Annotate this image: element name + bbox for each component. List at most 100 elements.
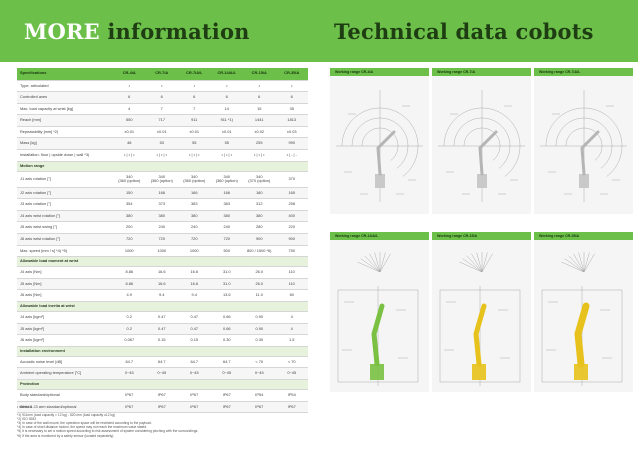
cell-value: 800 / 1500 *6) bbox=[243, 245, 276, 258]
robot-base bbox=[579, 174, 589, 188]
panel-title: Working range CR-35iA bbox=[534, 232, 633, 240]
working-range-panel: Working range CR-7iA/L bbox=[534, 68, 633, 214]
cell-value: IP67 bbox=[275, 401, 308, 414]
robot-base bbox=[477, 174, 487, 188]
footnotes: • standard *1) 911mm (load capacity > 12… bbox=[17, 405, 317, 438]
row-label: J4 axis [kgm²] bbox=[17, 311, 113, 324]
cell-value: 550 bbox=[113, 114, 146, 127]
cell-value: 911 bbox=[178, 114, 211, 127]
cell-value: 750 bbox=[275, 245, 308, 258]
cell-value: IP67 bbox=[145, 389, 178, 402]
cell-value: 9.4 bbox=[178, 289, 211, 302]
cell-value: 1000 bbox=[145, 245, 178, 258]
cell-value: 16.6 bbox=[178, 278, 211, 291]
footnote: *5) It is necessary to set a motion spee… bbox=[17, 429, 199, 434]
footnote: *1) 911mm (load capacity > 12 kg) - 820 … bbox=[17, 413, 116, 418]
fan-line bbox=[578, 252, 585, 273]
row-label: J4 axis wrist rotation [°] bbox=[17, 210, 113, 223]
working-range-drawing bbox=[541, 252, 623, 386]
column-header-model: CR-14iA/L bbox=[210, 68, 243, 81]
cell-value: IP67 bbox=[145, 401, 178, 414]
row-label: J6 axis [kgm²] bbox=[17, 334, 113, 347]
cell-value: 0~45 bbox=[275, 367, 308, 380]
row-label: Ambient operating temperature [°C] bbox=[17, 367, 113, 380]
robot-arm bbox=[574, 302, 590, 368]
cell-value: • bbox=[113, 80, 146, 93]
table-section-row: Allowable load inertia at wrist bbox=[17, 301, 308, 312]
cell-value: • bbox=[178, 80, 211, 93]
cell-value: 31.0 bbox=[210, 278, 243, 291]
fan-line bbox=[369, 253, 381, 273]
cell-value: • bbox=[145, 80, 178, 93]
row-label: Controlled axes bbox=[17, 91, 113, 104]
cell-value: 380 bbox=[210, 210, 243, 223]
cell-value: 26.0 bbox=[243, 278, 276, 291]
cell-value: 380 bbox=[178, 210, 211, 223]
cell-value: 354 bbox=[113, 198, 146, 211]
cell-value: 990 bbox=[275, 137, 308, 151]
cell-value: IP67 bbox=[113, 401, 146, 414]
cell-value: 0.30 bbox=[210, 334, 243, 347]
cell-value: 0.15 bbox=[178, 334, 211, 347]
cell-value: 6 bbox=[275, 91, 308, 104]
cell-value: 0.47 bbox=[145, 323, 178, 336]
cell-value: ±0.02 bbox=[243, 126, 276, 139]
footnote: *6) If the area is monitored by a safety… bbox=[17, 433, 115, 438]
cell-value: 0~45 bbox=[113, 367, 146, 380]
cell-value: 53 bbox=[145, 137, 178, 151]
robot-arm bbox=[473, 303, 487, 367]
cell-value: 0~45 bbox=[178, 367, 211, 380]
fan-line bbox=[564, 258, 585, 273]
fan-line bbox=[459, 261, 483, 273]
reach-arc bbox=[351, 117, 409, 169]
cell-value: 64.7 bbox=[145, 356, 178, 369]
panel-title: Working range CR-15iA bbox=[432, 232, 531, 240]
cell-value: 383 bbox=[178, 198, 211, 211]
working-range-drawing bbox=[438, 90, 525, 202]
cell-value: 400 bbox=[275, 210, 308, 223]
cell-value: 31.0 bbox=[210, 266, 243, 279]
cell-value: 200 bbox=[113, 221, 146, 235]
robot-base bbox=[574, 364, 588, 380]
cell-value: 717 bbox=[145, 114, 178, 127]
robot-arm bbox=[371, 303, 385, 367]
table-row: Installation: floor | upside down | wall… bbox=[17, 149, 308, 162]
cell-value: 0.66 bbox=[210, 323, 243, 336]
header-bar bbox=[0, 0, 638, 62]
row-label: Repeatability [mm] *2) bbox=[17, 126, 113, 139]
row-label: J2 axis rotation [°] bbox=[17, 187, 113, 200]
row-label: J5 axis wrist swing [°] bbox=[17, 221, 113, 235]
cell-value: 340(360 (option) bbox=[210, 171, 243, 188]
table-body: Type: articulated••••••Controlled axes 6 6… bbox=[17, 80, 308, 414]
robot-arm bbox=[478, 130, 498, 176]
cell-value: 1000 bbox=[113, 245, 146, 258]
working-range-drawing bbox=[336, 90, 423, 202]
title-main: information bbox=[99, 19, 250, 44]
title-accent: MORE bbox=[24, 19, 100, 44]
table-row: Type: articulated•••••• bbox=[17, 80, 308, 93]
cell-value: • | • | • bbox=[113, 149, 146, 162]
cell-value: 370 bbox=[275, 171, 308, 188]
cell-value: IP67 bbox=[210, 389, 243, 402]
cell-value: 720 bbox=[210, 233, 243, 246]
row-label: Mass [kg] bbox=[17, 137, 113, 151]
cell-value: 240 bbox=[178, 221, 211, 235]
cell-value: ±0.01 bbox=[178, 126, 211, 139]
cell-value: 110 bbox=[275, 278, 308, 291]
cell-value: 720 bbox=[113, 233, 146, 246]
cell-value: 166 bbox=[210, 187, 243, 200]
cell-value: 340(360 (option) bbox=[145, 171, 178, 188]
panel-title: Working range CR-14iA/L bbox=[330, 232, 429, 240]
cell-value: 55 bbox=[178, 137, 211, 151]
fan-line bbox=[462, 258, 483, 273]
column-header-model: CR-15iA bbox=[243, 68, 276, 81]
